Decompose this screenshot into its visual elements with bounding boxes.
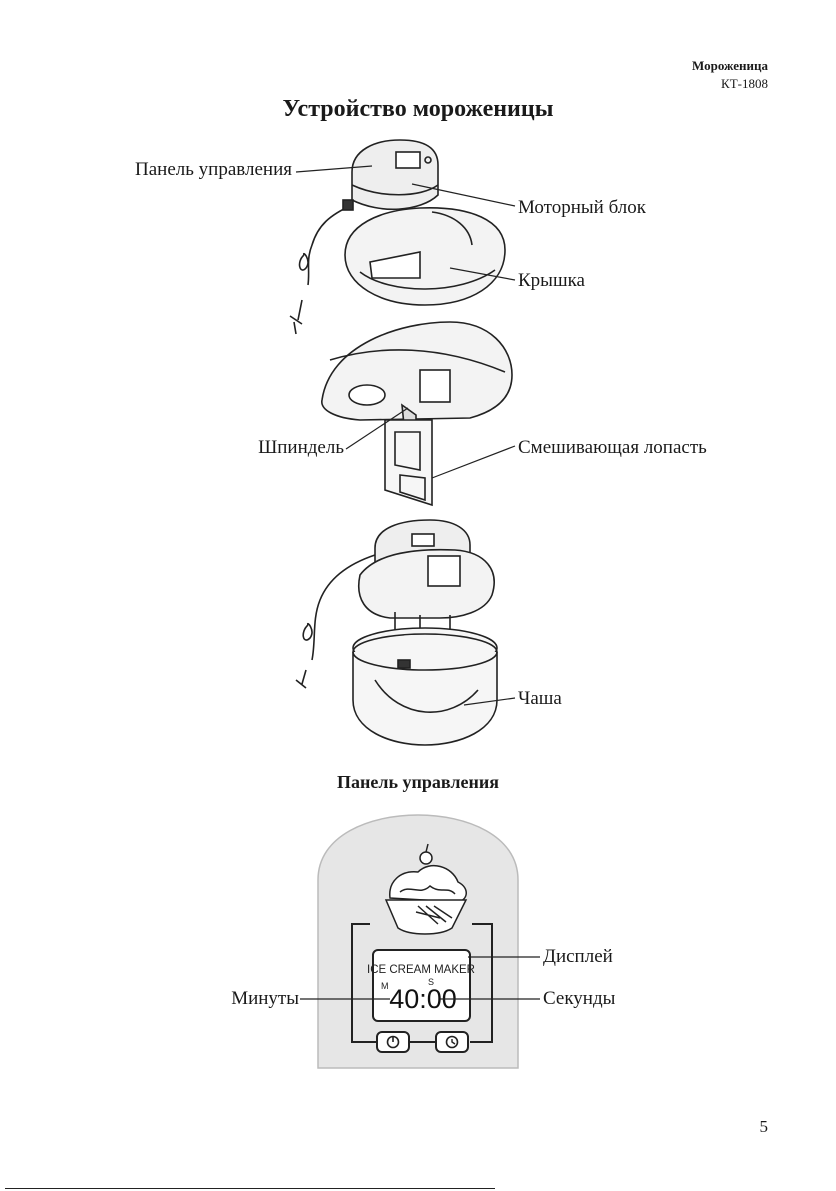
label-minutes: Минуты (231, 988, 299, 1010)
lcd-display: ICE CREAM MAKER M S 40:00 (367, 950, 475, 1021)
exploded-diagram (0, 0, 836, 760)
power-cord-1 (290, 200, 353, 334)
control-panel-diagram: ICE CREAM MAKER M S 40:00 (0, 800, 836, 1090)
section-title: Панель управления (0, 772, 836, 793)
label-display: Дисплей (543, 946, 613, 968)
label-paddle: Смешивающая лопасть (518, 437, 707, 459)
label-seconds: Секунды (543, 988, 615, 1010)
dome-housing-illustration (322, 322, 512, 420)
panel-body (318, 815, 518, 1068)
label-motor-unit: Моторный блок (518, 197, 646, 219)
lcd-minutes-mark: M (381, 981, 389, 991)
lcd-brand: ICE CREAM MAKER (367, 964, 475, 976)
label-spindle: Шпиндель (258, 437, 344, 459)
lid-illustration (345, 208, 505, 305)
motor-unit-illustration (352, 140, 438, 209)
page-number: 5 (760, 1117, 769, 1137)
label-bowl: Чаша (518, 688, 562, 710)
timer-button[interactable] (436, 1032, 468, 1052)
label-lid: Крышка (518, 270, 585, 292)
assembled-unit-illustration (353, 520, 497, 745)
paddle-illustration (385, 405, 432, 505)
bottom-rule (5, 1188, 495, 1189)
power-button[interactable] (377, 1032, 409, 1052)
label-control-panel: Панель управления (135, 159, 292, 181)
